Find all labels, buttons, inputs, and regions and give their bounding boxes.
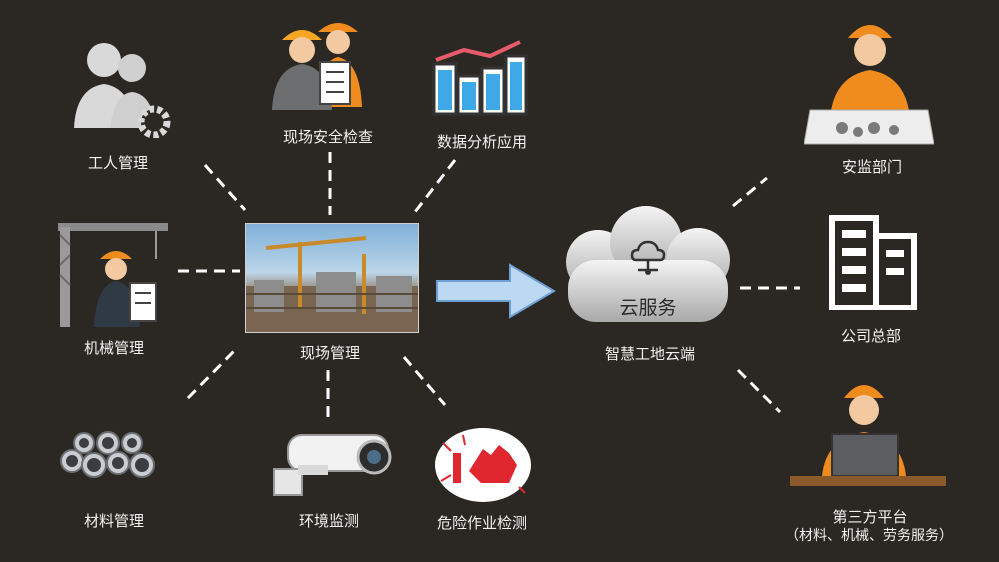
cloud-network-icon: [630, 240, 666, 275]
connector-third-party: [736, 368, 782, 414]
connector-data: [413, 159, 457, 213]
label-hq: 公司总部: [840, 327, 902, 345]
hazard-hand-icon: [435, 428, 531, 502]
label-material: 材料管理: [83, 512, 145, 530]
worker-group-gear-icon: [74, 43, 171, 138]
worker-laptop-icon: [790, 385, 946, 486]
label-site: 现场管理: [299, 344, 361, 362]
label-safety: 现场安全检查: [282, 128, 374, 146]
camera-icon: [273, 434, 392, 496]
connector-supervision: [732, 176, 768, 208]
crane-worker-icon: [58, 223, 168, 327]
label-third-party-services: （材料、机械、劳务服务）: [785, 528, 953, 544]
label-machine: 机械管理: [83, 339, 145, 357]
inspectors-clipboard-icon: [272, 23, 362, 110]
flow-arrow: [436, 263, 556, 319]
construction-site-image: [246, 236, 418, 332]
office-building-icon: [829, 215, 917, 310]
label-cloud-caption: 智慧工地云端: [604, 345, 696, 363]
connector-worker: [203, 164, 247, 211]
label-supervision: 安监部门: [841, 158, 903, 176]
label-worker: 工人管理: [87, 154, 149, 172]
label-danger: 危险作业检测: [436, 514, 528, 532]
bar-chart-trend-icon: [432, 40, 528, 116]
label-third-party: 第三方平台: [832, 508, 908, 526]
label-env: 环境监测: [298, 512, 360, 530]
pipes-icon: [60, 431, 155, 478]
label-data: 数据分析应用: [436, 133, 528, 151]
cloud-service-label: 云服务: [619, 297, 677, 319]
connector-material: [186, 346, 239, 400]
connector-danger: [402, 356, 447, 406]
supervisor-blueprint-icon: [804, 25, 934, 145]
construction-site-photo: [245, 223, 419, 333]
